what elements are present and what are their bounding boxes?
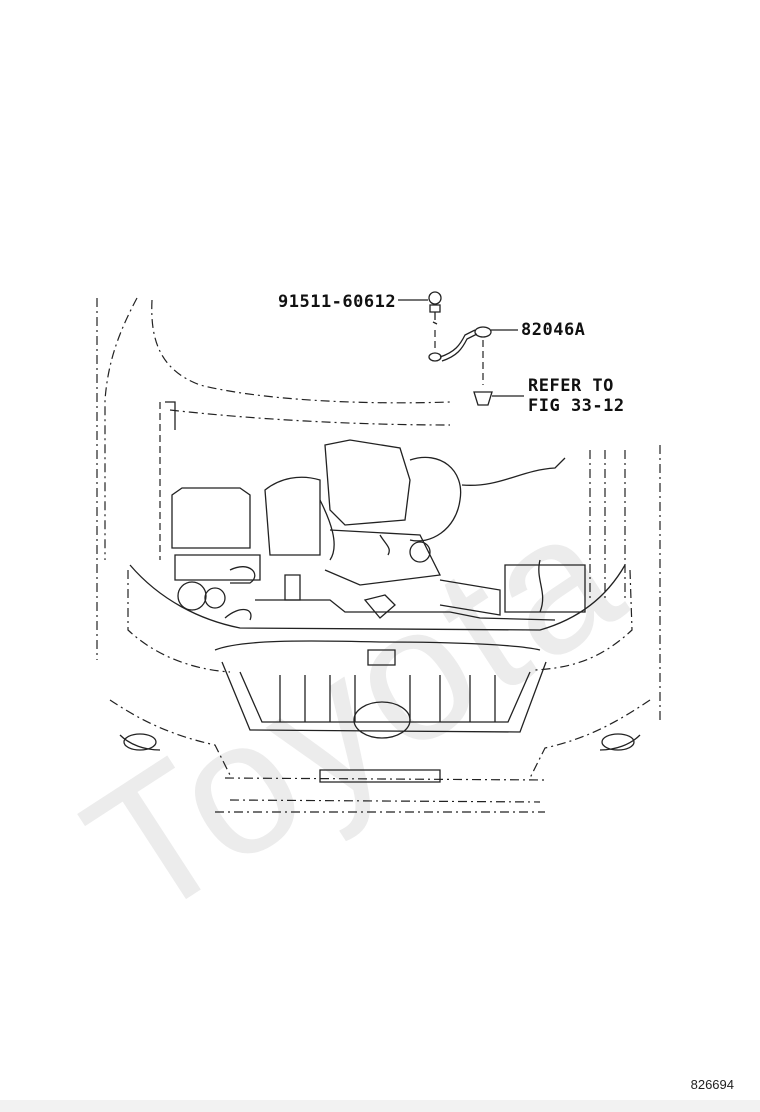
clip-icon — [473, 391, 493, 406]
engine-bay — [171, 439, 586, 621]
hood-outline — [96, 297, 661, 720]
leader-lines — [398, 299, 524, 397]
ground-cable-hardware — [428, 291, 493, 406]
front-body — [109, 564, 651, 813]
figure-reference: REFER TO FIG 33-12 — [528, 376, 625, 416]
reference-line-2: FIG 33-12 — [528, 396, 625, 416]
bolt-head-icon — [428, 291, 442, 305]
figure-number: 826694 — [690, 1077, 734, 1092]
bottom-strip — [0, 1100, 760, 1112]
reference-line-1: REFER TO — [528, 376, 614, 396]
cable-part-number: 82046A — [521, 320, 586, 340]
bolt-part-number: 91511-60612 — [278, 292, 397, 312]
